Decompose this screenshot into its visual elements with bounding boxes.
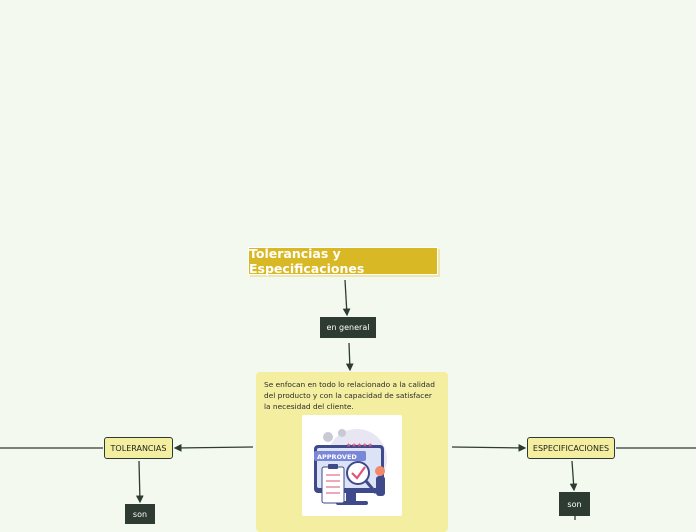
link-label-en-general[interactable]: en general bbox=[320, 317, 376, 338]
connector-especificaciones-to-son bbox=[569, 460, 578, 492]
center-description-card[interactable]: Se enfocan en todo lo relacionado a la c… bbox=[256, 372, 448, 532]
main-topic-label: Tolerancias y Especificaciones bbox=[249, 246, 365, 276]
connector-tolerancias-to-son bbox=[135, 460, 144, 504]
approved-badge-text: APPROVED bbox=[317, 453, 357, 461]
link-label-son-left[interactable]: son bbox=[125, 504, 155, 524]
link-label-son-right[interactable]: son bbox=[559, 492, 590, 516]
tolerancias-node[interactable]: TOLERANCIAS bbox=[104, 437, 173, 459]
main-topic-node[interactable]: Tolerancias y Especificaciones bbox=[248, 246, 438, 276]
especificaciones-node[interactable]: ESPECIFICACIONES bbox=[527, 437, 615, 459]
tolerancias-label: TOLERANCIAS bbox=[110, 443, 167, 453]
link-label-text: en general bbox=[326, 323, 370, 332]
link-son-right-text: son bbox=[567, 499, 582, 509]
connector-title-to-link bbox=[342, 279, 351, 317]
connector-card-to-tolerancias bbox=[173, 444, 254, 452]
approved-checklist-illustration: APPROVED ★★★★★ bbox=[302, 415, 402, 516]
connector-link-to-card bbox=[345, 342, 354, 372]
rating-stars: ★★★★★ bbox=[346, 442, 373, 449]
center-description-text: Se enfocan en todo lo relacionado a la c… bbox=[264, 380, 435, 411]
connector-card-to-especificaciones bbox=[451, 444, 527, 452]
especificaciones-label: ESPECIFICACIONES bbox=[532, 443, 610, 453]
link-son-left-text: son bbox=[132, 509, 148, 519]
connector-lines bbox=[0, 279, 696, 520]
